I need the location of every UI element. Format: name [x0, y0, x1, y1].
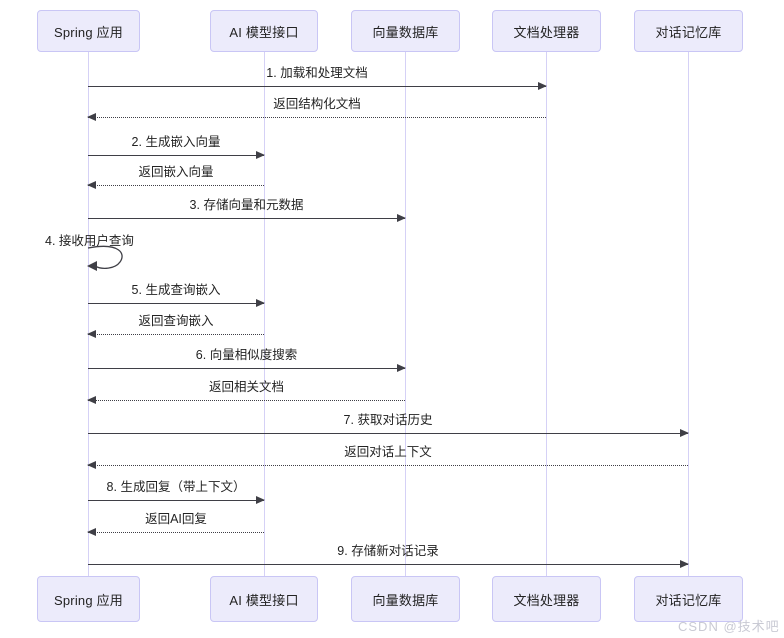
self-message-label: 4. 接收用户查询	[45, 234, 134, 248]
arrowhead-icon	[680, 559, 689, 568]
message-line	[88, 303, 264, 304]
self-loop-icon	[87, 245, 123, 271]
message-label: 返回结构化文档	[273, 97, 361, 111]
message-label: 返回AI回复	[145, 512, 207, 526]
arrowhead-icon	[87, 395, 96, 404]
participant-label: 对话记忆库	[655, 592, 722, 608]
participant-label: AI 模型接口	[229, 24, 299, 40]
arrowhead-icon	[680, 428, 689, 437]
message-label: 返回对话上下文	[344, 445, 432, 459]
participant-label: 文档处理器	[513, 24, 580, 40]
lifeline-spring	[88, 52, 89, 576]
participant-label: 文档处理器	[513, 592, 580, 608]
message-label: 2. 生成嵌入向量	[131, 135, 221, 149]
message-label: 8. 生成回复（带上下文）	[106, 480, 246, 494]
participant-bottom-spring[interactable]: Spring 应用	[37, 576, 140, 622]
message-line	[88, 218, 405, 219]
message-line	[88, 117, 546, 118]
message-line	[88, 500, 264, 501]
message-line	[88, 564, 688, 565]
participant-top-memory[interactable]: 对话记忆库	[634, 10, 743, 52]
participant-label: 向量数据库	[372, 24, 439, 40]
message-line	[88, 532, 264, 533]
message-label: 6. 向量相似度搜索	[195, 348, 298, 362]
participant-label: Spring 应用	[54, 24, 123, 40]
message-line	[88, 368, 405, 369]
arrowhead-icon	[87, 180, 96, 189]
lifeline-ai	[264, 52, 265, 576]
participant-label: 向量数据库	[372, 592, 439, 608]
message-label: 返回嵌入向量	[138, 165, 214, 179]
participant-label: Spring 应用	[54, 592, 123, 608]
lifeline-docproc	[546, 52, 547, 576]
arrowhead-icon	[87, 329, 96, 338]
participant-label: AI 模型接口	[229, 592, 299, 608]
arrowhead-icon	[87, 527, 96, 536]
message-label: 7. 获取对话历史	[343, 413, 433, 427]
message-line	[88, 334, 264, 335]
message-label: 9. 存储新对话记录	[337, 544, 439, 558]
participant-bottom-ai[interactable]: AI 模型接口	[210, 576, 318, 622]
participant-label: 对话记忆库	[655, 24, 722, 40]
message-label: 返回相关文档	[208, 380, 284, 394]
arrowhead-icon	[256, 495, 265, 504]
message-line	[88, 86, 546, 87]
message-label: 3. 存储向量和元数据	[189, 198, 304, 212]
message-line	[88, 400, 405, 401]
arrowhead-icon	[87, 460, 96, 469]
lifeline-memory	[688, 52, 689, 576]
lifeline-vector	[405, 52, 406, 576]
message-line	[88, 155, 264, 156]
message-line	[88, 433, 688, 434]
message-line	[88, 185, 264, 186]
participant-bottom-vector[interactable]: 向量数据库	[351, 576, 460, 622]
arrowhead-icon	[256, 298, 265, 307]
arrowhead-icon	[397, 363, 406, 372]
participant-bottom-memory[interactable]: 对话记忆库	[634, 576, 743, 622]
participant-top-ai[interactable]: AI 模型接口	[210, 10, 318, 52]
message-line	[88, 465, 688, 466]
arrowhead-icon	[87, 112, 96, 121]
arrowhead-icon	[538, 81, 547, 90]
participant-top-docproc[interactable]: 文档处理器	[492, 10, 601, 52]
message-label: 返回查询嵌入	[138, 314, 214, 328]
message-label: 5. 生成查询嵌入	[131, 283, 221, 297]
arrowhead-icon	[397, 213, 406, 222]
participant-top-spring[interactable]: Spring 应用	[37, 10, 140, 52]
message-label: 1. 加载和处理文档	[266, 66, 368, 80]
participant-top-vector[interactable]: 向量数据库	[351, 10, 460, 52]
participant-bottom-docproc[interactable]: 文档处理器	[492, 576, 601, 622]
arrowhead-icon	[256, 150, 265, 159]
